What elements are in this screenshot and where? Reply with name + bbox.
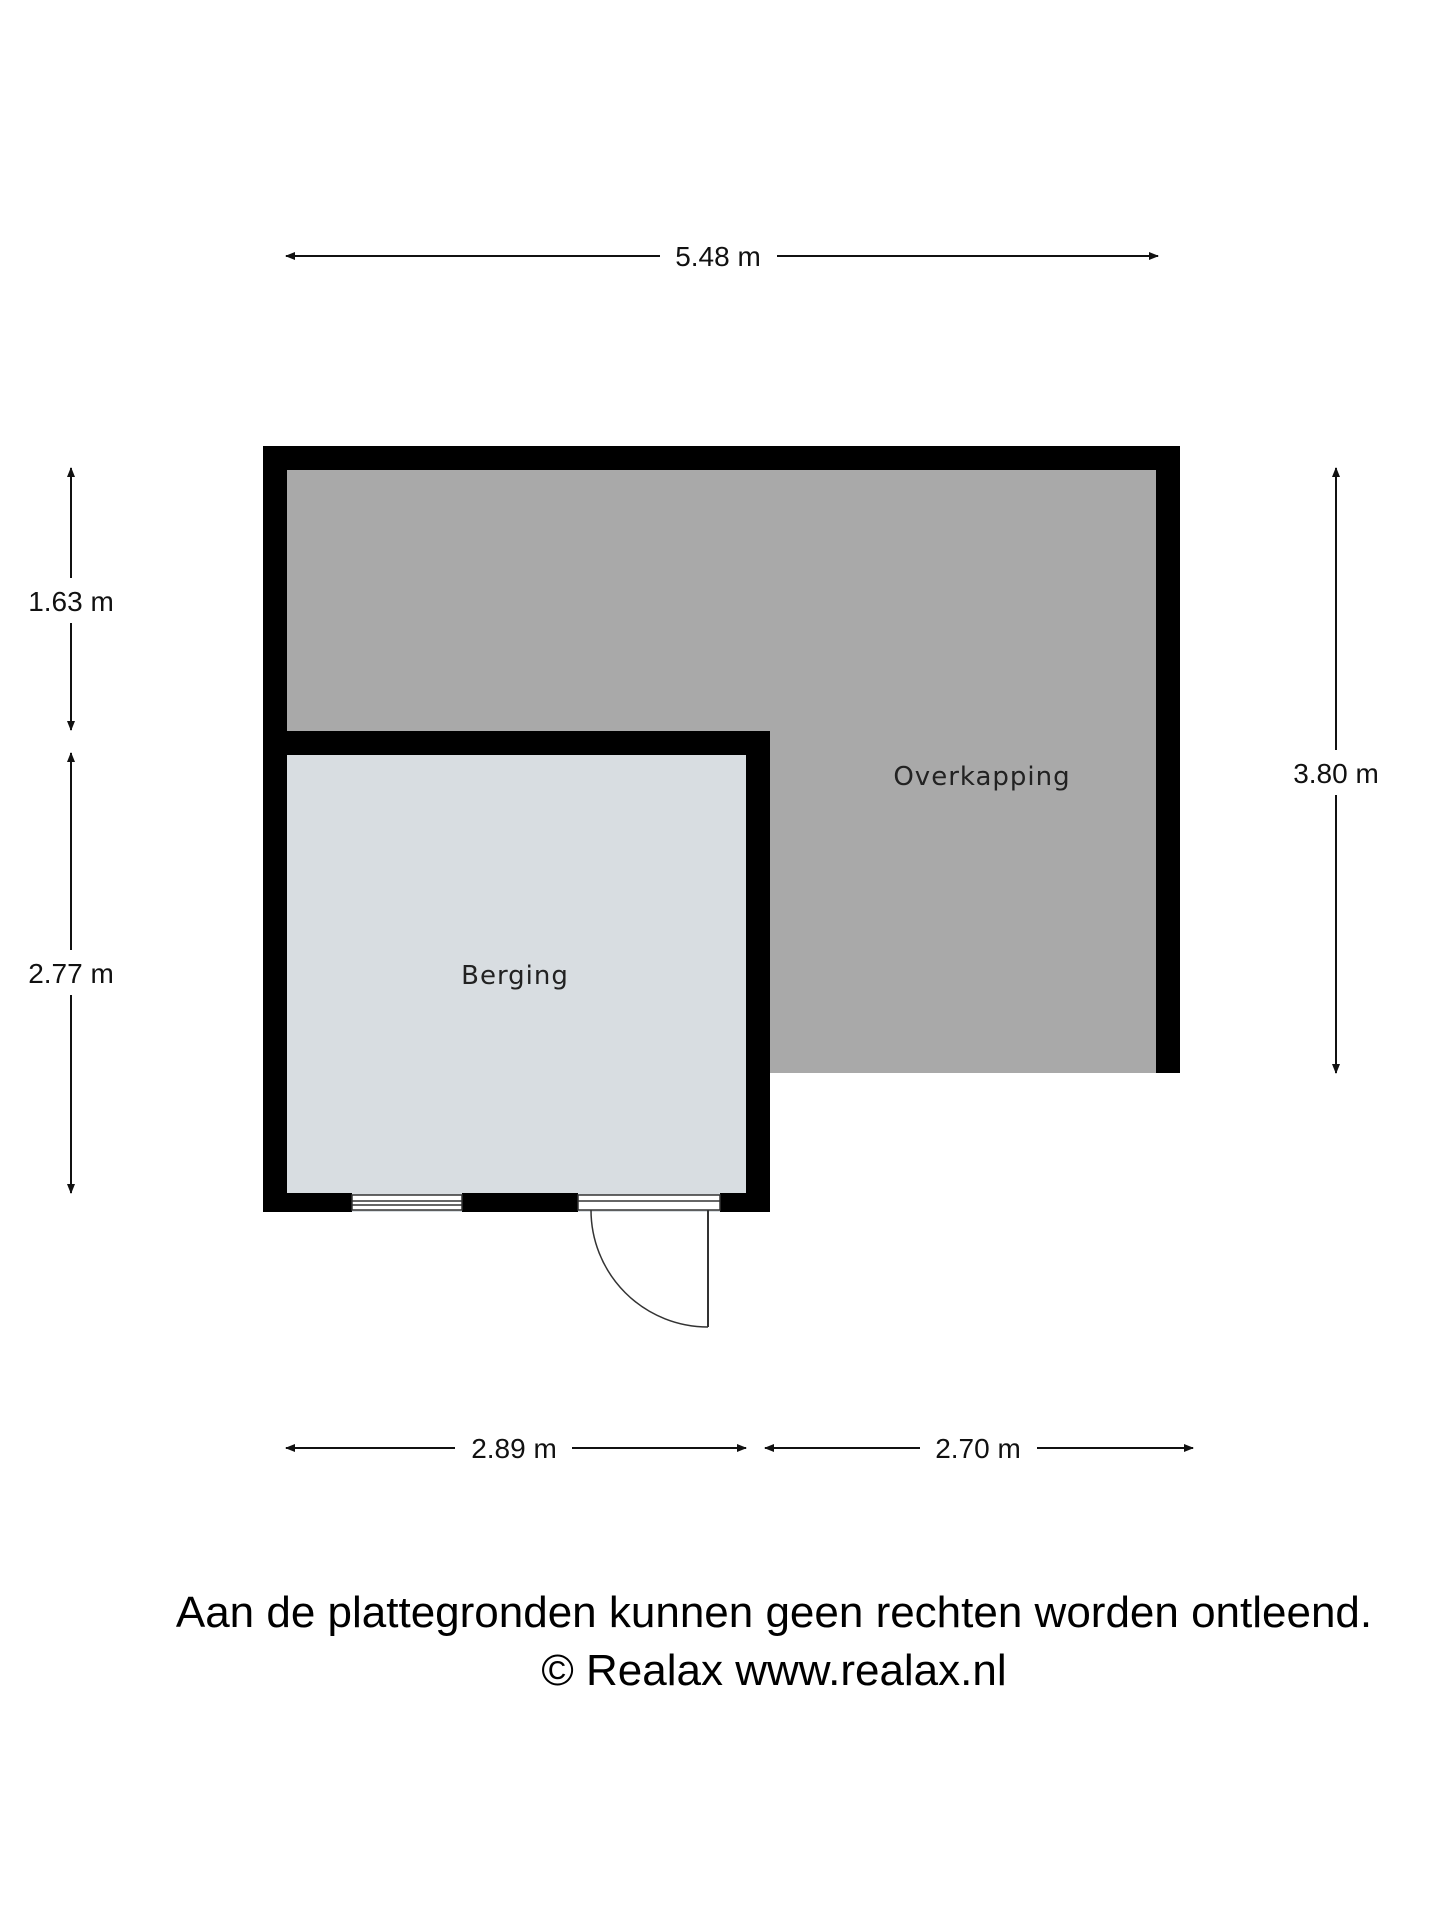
copyright-text: © Realax www.realax.nl	[541, 1646, 1007, 1695]
dimension-label-bottom-right: 2.70 m	[935, 1433, 1021, 1464]
berging-area	[263, 731, 770, 1212]
wall-berging-top	[263, 731, 770, 755]
wall-bottom-middle	[462, 1193, 578, 1212]
dimension-label-left-lower: 2.77 m	[28, 958, 114, 989]
dimension-label-left-upper: 1.63 m	[28, 586, 114, 617]
dimension-label-right-height: 3.80 m	[1293, 758, 1379, 789]
wall-bottom-left	[263, 1193, 352, 1212]
disclaimer-text: Aan de plattegronden kunnen geen rechten…	[175, 1588, 1373, 1637]
room-label-berging: Berging	[461, 961, 569, 991]
wall-berging-right	[746, 731, 770, 1212]
room-label-overkapping: Overkapping	[893, 762, 1070, 792]
door-swing-arc	[590, 1209, 709, 1328]
wall-right	[1156, 446, 1180, 1073]
walls	[263, 446, 1180, 1212]
door	[577, 1194, 721, 1328]
wall-bottom-right	[720, 1193, 770, 1212]
overkapping-area	[263, 446, 1180, 1073]
wall-top	[263, 446, 1180, 470]
wall-left	[263, 446, 287, 1212]
dimension-label-top-width: 5.48 m	[675, 241, 761, 272]
dimension-label-bottom-left: 2.89 m	[471, 1433, 557, 1464]
window	[351, 1194, 463, 1211]
